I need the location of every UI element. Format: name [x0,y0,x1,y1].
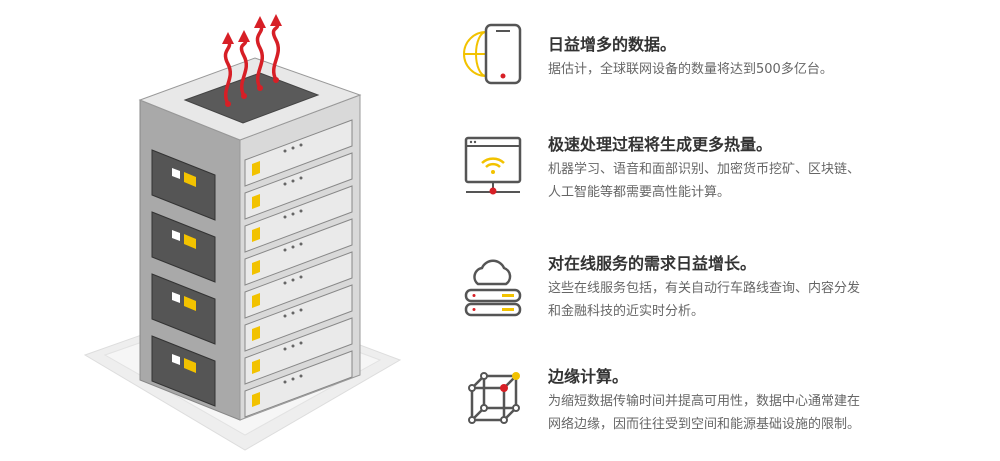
smartphone-globe-icon [463,23,522,85]
rack-unit [244,218,353,286]
item-description: 网络边缘，因而往往受到空间和能源基础设施的限制。 [548,417,861,432]
info-item-heat: 极速处理过程将生成更多热量。 机器学习、语音和面部识别、加密货币挖矿、区块链、 … [548,134,948,204]
item-title: 边缘计算。 [548,367,629,386]
info-item-online-services: 对在线服务的需求日益增长。 这些在线服务包括，有关自动行车路线查询、内容分发 和… [548,253,948,323]
rack-unit [244,350,353,418]
rack-unit [244,119,353,187]
left-drive-module [151,273,216,345]
left-drive-module [151,149,216,221]
item-description: 据估计，全球联网设备的数量将达到500多亿台。 [548,62,833,77]
item-description: 人工智能等都需要高性能计算。 [548,185,731,200]
heat-arrow [239,37,248,97]
left-drive-module [151,211,216,283]
item-title: 对在线服务的需求日益增长。 [548,254,757,273]
rack-unit [244,251,353,319]
item-description: 为缩短数据传输时间并提高可用性，数据中心通常建在 [548,394,861,409]
heat-arrow [255,23,264,89]
left-drive-module [151,335,216,407]
rack-unit [244,284,353,352]
item-title: 极速处理过程将生成更多热量。 [548,135,773,154]
cloud-server-icon [464,259,522,317]
cube-network-icon [468,372,520,424]
top-vent [183,72,320,124]
item-description: 这些在线服务包括，有关自动行车路线查询、内容分发 [548,281,861,296]
item-description: 机器学习、语音和面部识别、加密货币挖矿、区块链、 [548,162,861,177]
info-item-edge-computing: 边缘计算。 为缩短数据传输时间并提高可用性，数据中心通常建在 网络边缘，因而往往… [548,366,948,436]
item-title: 日益增多的数据。 [548,35,677,54]
browser-wifi-icon [464,136,522,195]
rack-unit [244,185,353,253]
heat-arrow [223,39,232,105]
rack-unit [244,317,353,385]
server-rack-illustration [83,14,402,451]
heat-arrows [222,14,282,107]
info-item-data-growth: 日益增多的数据。 据估计，全球联网设备的数量将达到500多亿台。 [548,34,948,81]
rack-unit [244,152,353,220]
item-description: 和金融科技的近实时分析。 [548,304,705,319]
heat-arrow [271,21,280,81]
